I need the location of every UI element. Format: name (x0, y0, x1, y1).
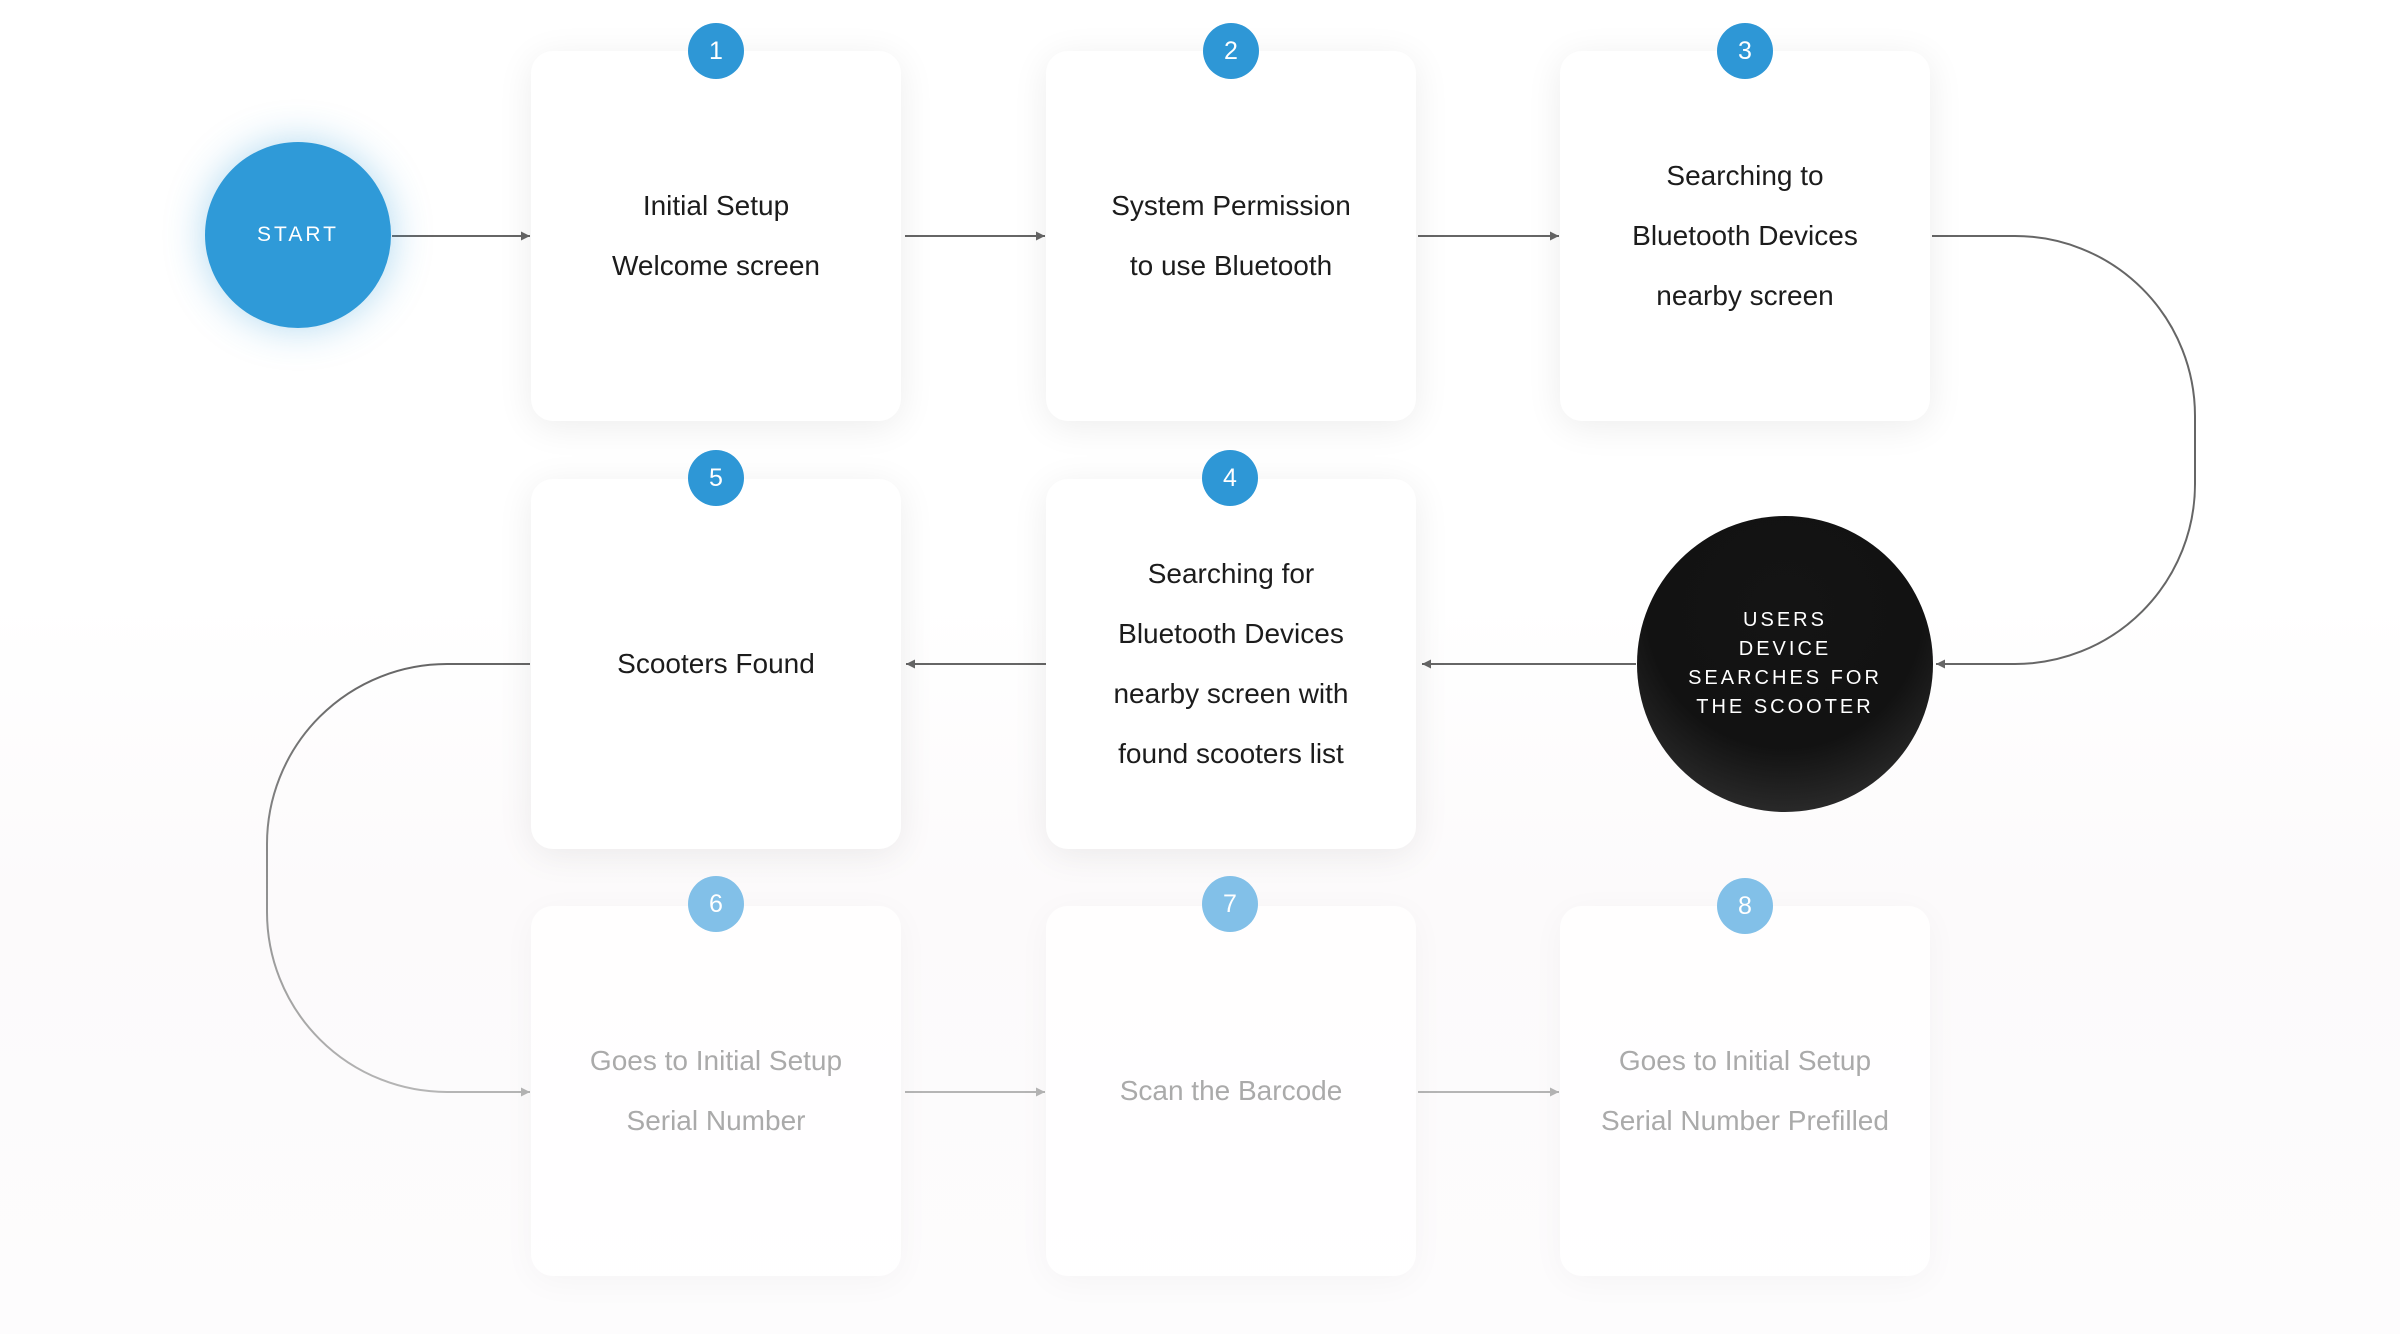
step-2-text: System Permission to use Bluetooth (1111, 176, 1351, 296)
step-5-text: Scooters Found (617, 634, 815, 694)
step-3-label: Bluetooth Devices (1632, 220, 1858, 251)
step-4-card: Searching for Bluetooth Devices nearby s… (1046, 479, 1416, 849)
step-7-text: Scan the Barcode (1120, 1061, 1343, 1121)
step-3-card: Searching to Bluetooth Devices nearby sc… (1560, 51, 1930, 421)
step-4-label: Bluetooth Devices (1118, 618, 1344, 649)
step-6-card: Goes to Initial Setup Serial Number (531, 906, 901, 1276)
step-8-card: Goes to Initial Setup Serial Number Pref… (1560, 906, 1930, 1276)
step-3-label: Searching to (1666, 160, 1824, 191)
step-3-label: nearby screen (1656, 280, 1834, 311)
search-node: USERS DEVICE SEARCHES FOR THE SCOOTER (1637, 516, 1933, 812)
step-7-label: Scan the Barcode (1119, 1075, 1343, 1106)
start-node: START (205, 142, 391, 328)
step-8-label: Serial Number Prefilled (1601, 1105, 1889, 1136)
step-6-badge: 6 (688, 876, 744, 932)
step-8-label: Goes to Initial Setup (1618, 1045, 1872, 1076)
step-4-text: Searching for Bluetooth Devices nearby s… (1113, 544, 1348, 784)
step-7-badge: 7 (1202, 876, 1258, 932)
step-8-text: Goes to Initial Setup Serial Number Pref… (1601, 1031, 1889, 1151)
search-node-line: SEARCHES FOR (1688, 667, 1882, 689)
start-label: START (257, 223, 339, 246)
arrow-step3-to-search-node (1932, 235, 2196, 669)
step-8-badge: 8 (1717, 878, 1773, 934)
step-4-label: nearby screen with (1113, 678, 1349, 709)
step-4-badge: 4 (1202, 450, 1258, 506)
step-5-badge: 5 (688, 450, 744, 506)
step-2-label: System Permission (1111, 190, 1351, 221)
step-5-label: Scooters Found (617, 648, 815, 679)
step-6-label: Goes to Initial Setup (589, 1045, 843, 1076)
step-2-badge: 2 (1203, 23, 1259, 79)
step-1-badge: 1 (688, 23, 744, 79)
step-1-card: Initial Setup Welcome screen (531, 51, 901, 421)
step-6-text: Goes to Initial Setup Serial Number (590, 1031, 842, 1151)
step-1-label: Welcome screen (611, 250, 820, 281)
search-node-line: THE SCOOTER (1696, 696, 1874, 718)
step-2-card: System Permission to use Bluetooth (1046, 51, 1416, 421)
step-7-card: Scan the Barcode (1046, 906, 1416, 1276)
step-4-label: Searching for (1147, 558, 1315, 589)
step-1-label: Initial Setup (642, 190, 790, 221)
arrow-step5-to-step6 (266, 663, 530, 1097)
step-4-label: found scooters list (1118, 738, 1344, 769)
step-2-label: to use Bluetooth (1129, 250, 1333, 281)
search-node-line: DEVICE (1738, 638, 1832, 660)
step-1-text: Initial Setup Welcome screen (612, 176, 820, 296)
search-node-line: USERS (1743, 609, 1827, 631)
step-6-label: Serial Number (626, 1105, 806, 1136)
step-3-text: Searching to Bluetooth Devices nearby sc… (1632, 146, 1858, 326)
step-3-badge: 3 (1717, 23, 1773, 79)
step-5-card: Scooters Found (531, 479, 901, 849)
